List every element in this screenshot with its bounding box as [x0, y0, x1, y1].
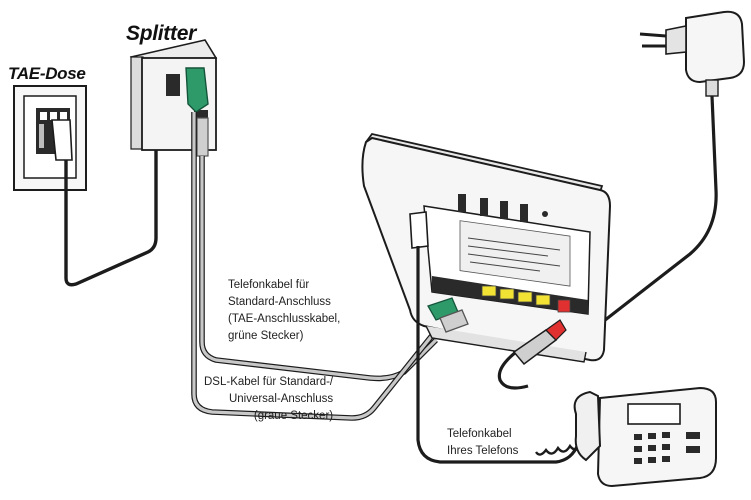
telephone [573, 386, 717, 488]
caption-line: Standard-Anschluss [228, 296, 331, 308]
router-plugs [427, 297, 469, 333]
caption-line: Ihres Telefons [447, 445, 519, 457]
caption-line: Telefonkabel [447, 428, 512, 440]
cable-phone [416, 246, 580, 464]
power-barrel-plug [512, 319, 567, 366]
caption-line: grüne Stecker) [228, 330, 304, 342]
caption-line: DSL-Kabel für Standard-/ [204, 376, 334, 388]
caption-line: (graue Stecker) [253, 410, 334, 422]
cable-tae-to-splitter [64, 150, 158, 287]
tae-socket [13, 85, 87, 191]
router [361, 132, 612, 363]
tae-dose-label: TAE-Dose [8, 64, 86, 83]
caption-dsl-kabel: DSL-Kabel für Standard-/ Universal-Ansch… [204, 374, 333, 425]
caption-line: Telefonkabel für [228, 279, 310, 291]
caption-telefonkabel-standard: Telefonkabel für Standard-Anschluss (TAE… [228, 277, 340, 345]
tae-plug [51, 119, 73, 161]
power-adapter [639, 10, 746, 97]
splitter-grey-plug [196, 117, 209, 157]
caption-line: (TAE-Anschlusskabel, [228, 313, 341, 325]
splitter-green-plug [185, 67, 209, 113]
caption-line: Universal-Anschluss [228, 393, 334, 405]
caption-telefonkabel-telefon: Telefonkabel Ihres Telefons [447, 426, 518, 460]
splitter-label: Splitter [126, 22, 196, 45]
